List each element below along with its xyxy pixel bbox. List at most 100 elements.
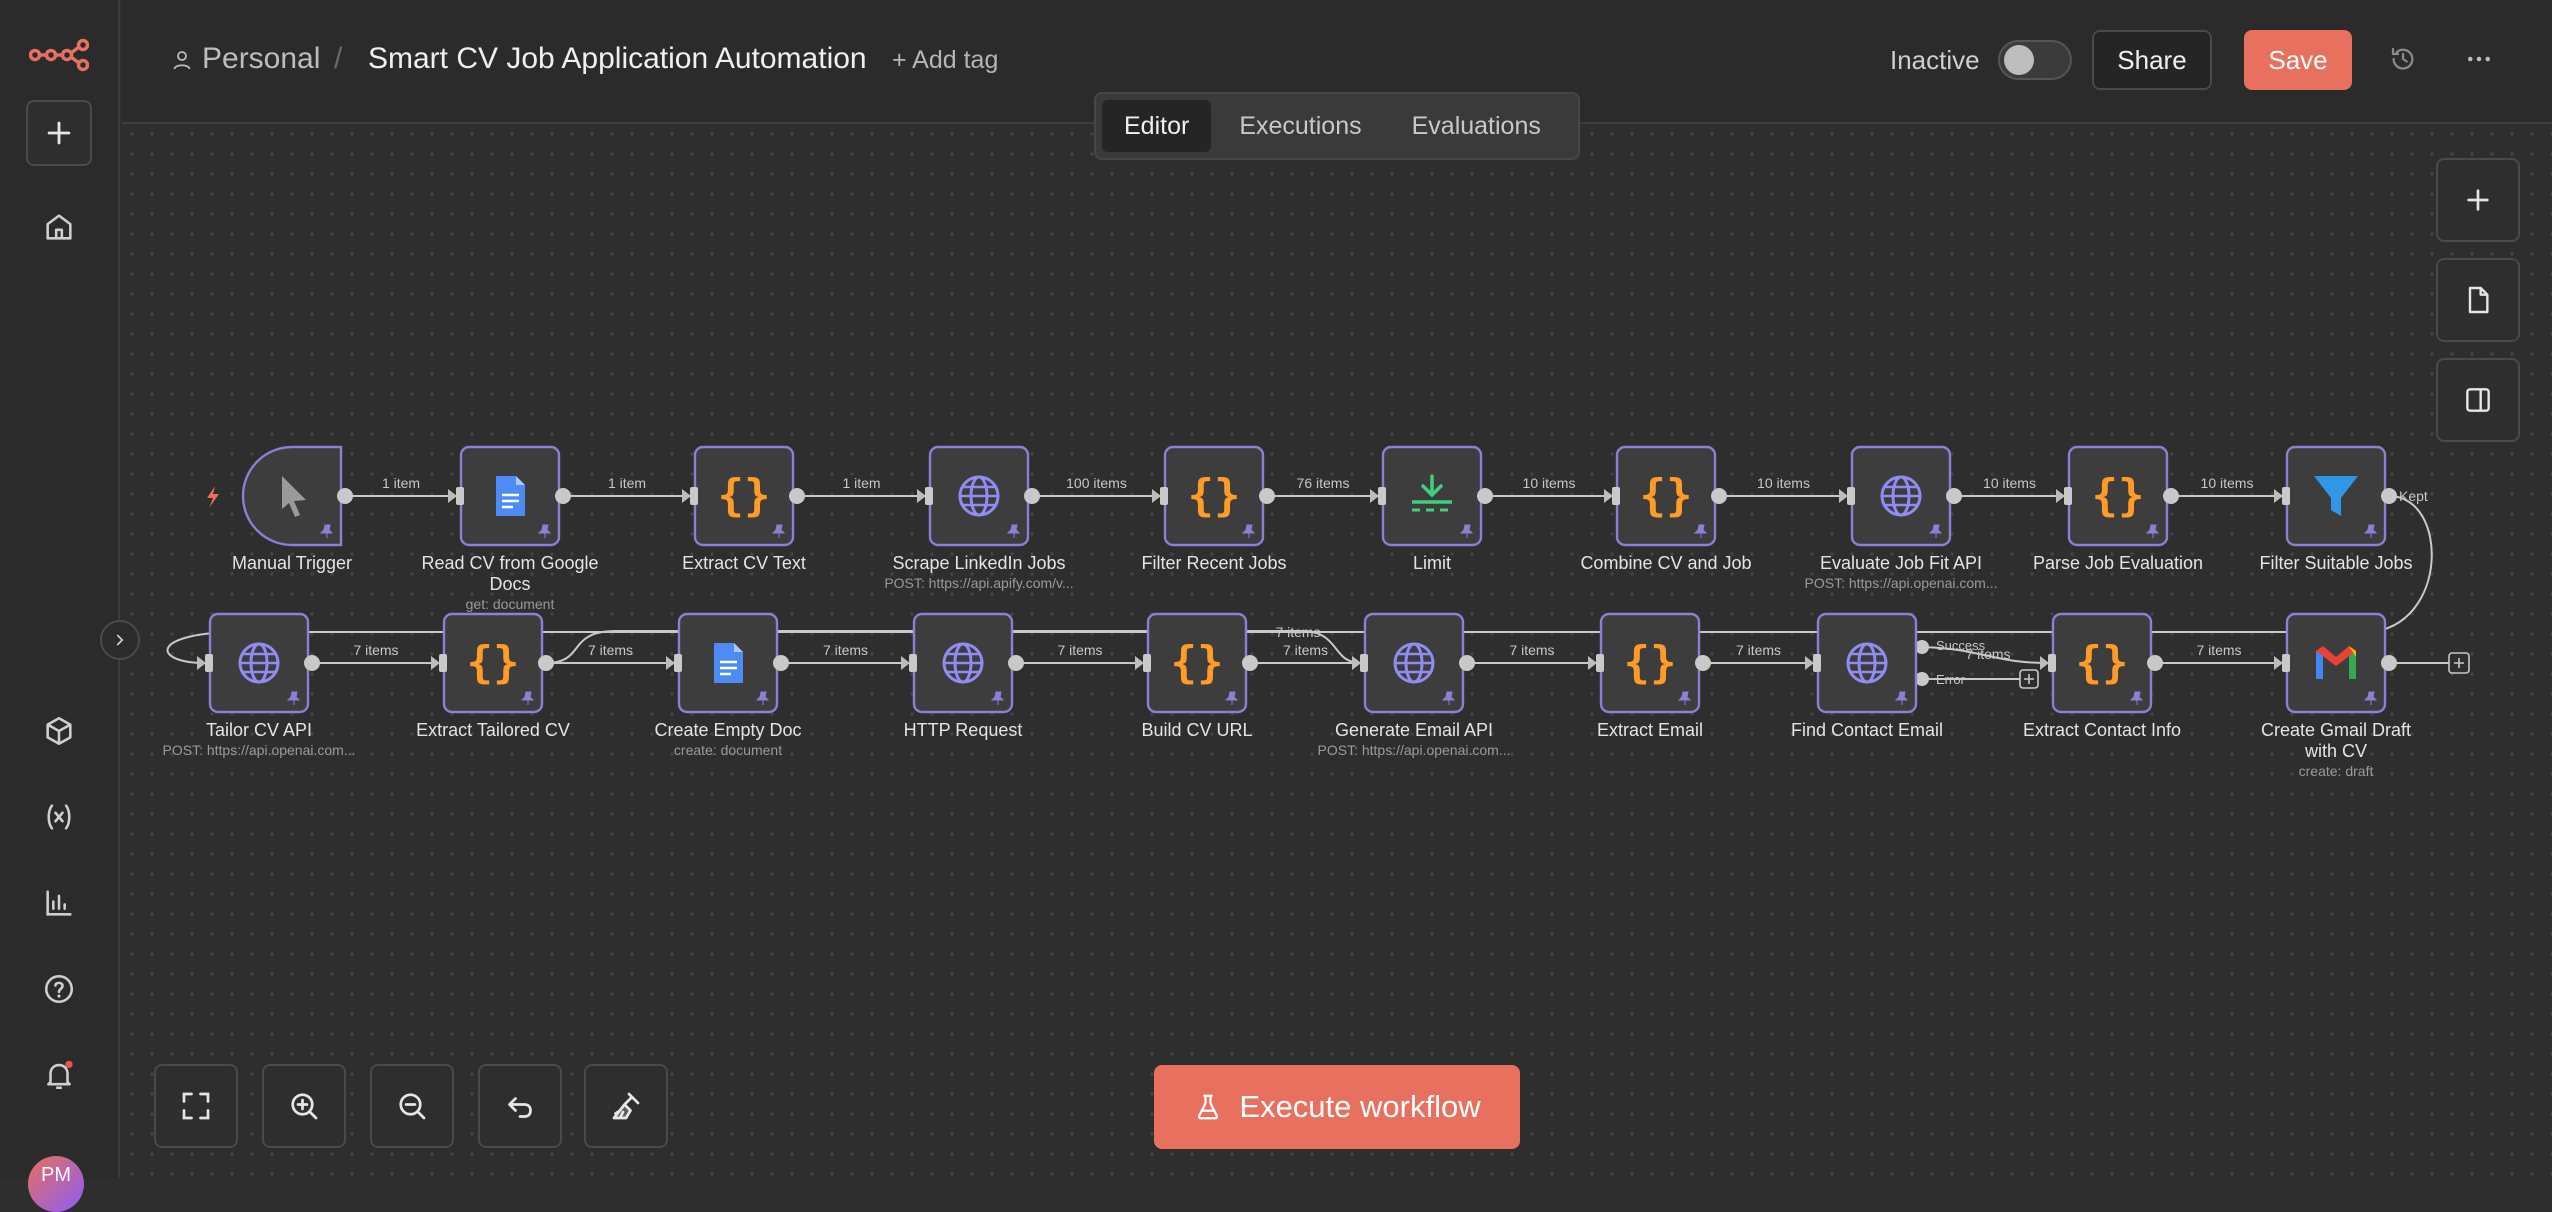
save-button[interactable]: Save <box>2244 30 2352 90</box>
node-name-label: Extract Email <box>1597 720 1703 740</box>
output-port[interactable] <box>555 488 571 504</box>
templates-button[interactable] <box>26 698 92 764</box>
output-port[interactable] <box>538 655 554 671</box>
node-name-label: Docs <box>489 574 530 594</box>
add-node-button[interactable] <box>2436 158 2520 242</box>
output-port[interactable] <box>2381 488 2397 504</box>
node-name-label: HTTP Request <box>904 720 1023 740</box>
tidy-up-button[interactable] <box>584 1064 668 1148</box>
input-port[interactable] <box>690 487 698 505</box>
input-port[interactable] <box>1847 487 1855 505</box>
workflow-name[interactable]: Smart CV Job Application Automation <box>368 42 867 75</box>
globe-icon <box>1393 642 1435 684</box>
workflow-node-parse[interactable]: {}Parse Job Evaluation <box>2033 445 2203 573</box>
output-port[interactable] <box>773 655 789 671</box>
input-port[interactable] <box>205 654 213 672</box>
input-port[interactable] <box>2282 487 2290 505</box>
add-tag-button[interactable]: + Add tag <box>892 46 999 74</box>
input-port[interactable] <box>674 654 682 672</box>
input-port[interactable] <box>1378 487 1386 505</box>
variables-button[interactable] <box>26 784 92 850</box>
workflow-node-filterrecent[interactable]: {}Filter Recent Jobs <box>1141 445 1287 573</box>
output-port[interactable] <box>2163 488 2179 504</box>
n8n-logo-icon[interactable] <box>26 22 92 88</box>
zoom-to-fit-button[interactable] <box>154 1064 238 1148</box>
notifications-button[interactable] <box>26 1042 92 1108</box>
input-port[interactable] <box>909 654 917 672</box>
output-port[interactable] <box>1711 488 1727 504</box>
pin-icon <box>755 691 770 705</box>
output-port[interactable] <box>1008 655 1024 671</box>
output-port[interactable] <box>1477 488 1493 504</box>
help-button[interactable] <box>26 956 92 1022</box>
node-name-label: Tailor CV API <box>206 720 312 740</box>
input-port[interactable] <box>2048 654 2056 672</box>
input-port[interactable] <box>1143 654 1151 672</box>
add-sticky-note-button[interactable] <box>2436 258 2520 342</box>
output-port[interactable] <box>2147 655 2163 671</box>
input-port[interactable] <box>1160 487 1168 505</box>
output-port[interactable] <box>2381 655 2397 671</box>
input-port[interactable] <box>2282 654 2290 672</box>
workflow-node-findcontact[interactable]: Find Contact Email <box>1791 612 1943 740</box>
workflow-node-extractcontact[interactable]: {}Extract Contact Info <box>2023 612 2181 740</box>
output-port[interactable] <box>1459 655 1475 671</box>
home-button[interactable] <box>26 194 92 260</box>
workflow-node-extractcv[interactable]: {}Extract CV Text <box>682 445 806 573</box>
output-port[interactable] <box>1695 655 1711 671</box>
input-port[interactable] <box>439 654 447 672</box>
workflow-node-buildurl[interactable]: {}Build CV URL <box>1141 612 1258 740</box>
code-braces-glyph: {} <box>1624 637 1677 688</box>
node-name-label: Read CV from Google <box>421 553 598 573</box>
undo-button[interactable] <box>478 1064 562 1148</box>
workflow-node-manual[interactable]: Manual Trigger <box>207 445 353 573</box>
expand-sidebar-button[interactable] <box>100 620 140 660</box>
history-icon[interactable] <box>2388 44 2418 74</box>
active-toggle[interactable] <box>1998 40 2072 80</box>
workflow-node-extractemail[interactable]: {} Extract Email <box>1596 612 1711 740</box>
execute-workflow-button[interactable]: Execute workflow <box>1154 1065 1520 1149</box>
avatar[interactable]: PM <box>28 1156 84 1212</box>
output-port[interactable] <box>337 488 353 504</box>
globe-icon <box>1846 642 1888 684</box>
input-port[interactable] <box>1813 654 1821 672</box>
active-status-label: Inactive <box>1890 45 1980 75</box>
input-port[interactable] <box>925 487 933 505</box>
tab-evaluations[interactable]: Evaluations <box>1411 111 1541 140</box>
workflow-node-http[interactable]: HTTP Request <box>904 612 1024 740</box>
toggle-panel-button[interactable] <box>2436 358 2520 442</box>
tab-editor[interactable]: Editor <box>1102 100 1212 152</box>
workflow-node-extracttailored[interactable]: {}Extract Tailored CV <box>416 612 570 740</box>
input-port[interactable] <box>1612 487 1620 505</box>
input-port[interactable] <box>2064 487 2072 505</box>
breadcrumb-owner[interactable]: Personal <box>202 42 321 75</box>
tab-executions[interactable]: Executions <box>1239 111 1362 140</box>
workflow-node-combine[interactable]: {}Combine CV and Job <box>1580 445 1752 573</box>
workflow-node-filtersuitable[interactable]: Filter Suitable Jobs <box>2259 445 2413 573</box>
output-port[interactable] <box>1024 488 1040 504</box>
new-workflow-button[interactable] <box>26 100 92 166</box>
node-name-label: Filter Recent Jobs <box>1141 553 1286 573</box>
output-port[interactable] <box>304 655 320 671</box>
output-port[interactable] <box>1946 488 1962 504</box>
zoom-in-button[interactable] <box>262 1064 346 1148</box>
insights-button[interactable] <box>26 870 92 936</box>
more-options-icon[interactable] <box>2464 44 2494 74</box>
input-port[interactable] <box>1596 654 1604 672</box>
input-port[interactable] <box>456 487 464 505</box>
workflow-node-limit[interactable]: Limit <box>1378 445 1493 573</box>
share-button[interactable]: Share <box>2092 30 2212 90</box>
zoom-out-button[interactable] <box>370 1064 454 1148</box>
output-port[interactable] <box>789 488 805 504</box>
pin-icon <box>1693 524 1708 538</box>
input-port[interactable] <box>1360 654 1368 672</box>
output-port[interactable] <box>1259 488 1275 504</box>
output-port[interactable] <box>1242 655 1258 671</box>
